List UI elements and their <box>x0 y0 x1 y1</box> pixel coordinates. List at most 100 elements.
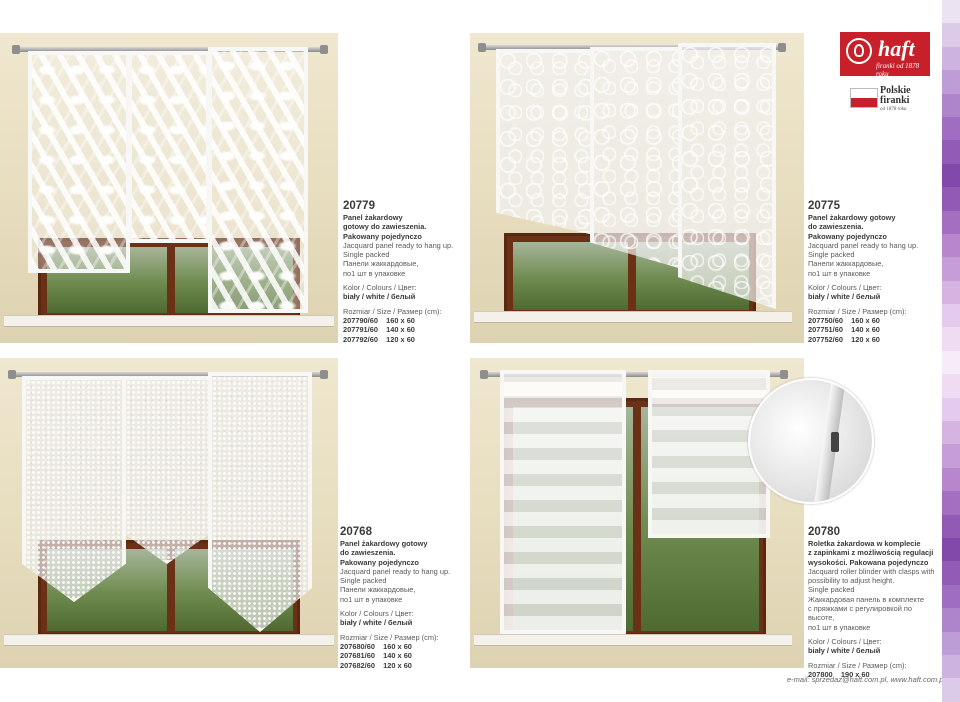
size-label: Rozmiar / Size / Размер (cm): <box>808 660 907 670</box>
color-strip-segment <box>942 491 960 515</box>
decorative-color-strip <box>942 0 960 702</box>
product-desc-line: Панели жаккардовые, <box>808 259 884 269</box>
product-title-line: gotowy do zawieszenia. <box>343 222 427 232</box>
product-desc-line: по1 шт в упаковке <box>808 622 871 632</box>
window-sill <box>474 634 792 646</box>
product-desc-line: possibility to adjust height. <box>808 576 895 586</box>
product-desc-line: Single packed <box>343 250 390 260</box>
product-title-line: Pakowany pojedynczo <box>808 231 887 241</box>
product-title-line: z zapinkami z możliwością regulacji <box>808 548 934 558</box>
color-strip-segment <box>942 631 960 655</box>
product-desc-line: Single packed <box>340 576 387 586</box>
color-strip-segment <box>942 0 960 24</box>
product-desc-line: Jacquard panel ready to hang up. <box>340 566 451 576</box>
product-desc-line: Single packed <box>808 585 855 595</box>
colour-label: Kolor / Colours / Цвет: <box>343 283 417 293</box>
product-code: 20768 <box>340 526 372 538</box>
colour-value: biały / white / белый <box>808 646 881 656</box>
product-title-line: Panel żakardowy gotowy <box>808 213 896 222</box>
product-desc-line: по1 шт в упаковке <box>343 268 406 278</box>
color-strip-segment <box>942 397 960 422</box>
color-strip-segment <box>942 421 960 445</box>
product-desc-line: Жаккардовая панель в комплекте <box>808 594 925 604</box>
size-row: 207792/60 120 x 60 <box>343 334 415 344</box>
product-desc-line: Jacquard roller blinder with clasps with <box>808 566 935 576</box>
color-strip-segment <box>942 163 960 188</box>
color-strip-segment <box>942 70 960 94</box>
color-strip-segment <box>942 374 960 398</box>
badge-line: firanki <box>880 95 910 106</box>
colour-value: biały / white / белый <box>808 292 881 302</box>
product-desc-line: по1 шт в упаковке <box>340 594 403 604</box>
size-row: 207750/60 160 x 60 <box>808 315 880 325</box>
curtain-panel <box>678 43 776 309</box>
color-strip-segment <box>942 46 960 71</box>
color-strip-segment <box>942 608 960 632</box>
size-row: 207682/60 120 x 60 <box>340 660 412 670</box>
logo-emblem-icon <box>846 38 872 64</box>
color-strip-segment <box>942 467 960 492</box>
color-strip-segment <box>942 327 960 351</box>
product-info-20768: 20768 Panel żakardowy gotowy do zawiesze… <box>340 525 464 670</box>
window-sill <box>4 315 334 327</box>
polskie-firanki-badge: Polskie firanki od 1878 roku <box>850 84 930 114</box>
product-code: 20775 <box>808 200 840 212</box>
color-strip-segment <box>942 561 960 585</box>
color-strip-segment <box>942 23 960 47</box>
product-desc-line: Jacquard panel ready to hang up. <box>343 240 454 250</box>
product-title-line: Panel żakardowy gotowy <box>340 539 428 548</box>
curtain-panel <box>122 376 212 564</box>
product-desc-line: Jacquard panel ready to hang up. <box>808 240 919 250</box>
product-info-20775: 20775 Panel żakardowy gotowy do zawiesze… <box>808 199 936 344</box>
curtain-panel <box>496 49 594 235</box>
product-info-20779: 20779 Panel żakardowy gotowy do zawiesze… <box>343 199 461 344</box>
color-strip-segment <box>942 257 960 281</box>
color-strip-segment <box>942 116 960 141</box>
colour-value: biały / white / белый <box>343 292 416 302</box>
curtain-panel <box>28 51 130 273</box>
footer-contact: e-mail: sprzedaz@haft.com.pl, www.haft.c… <box>787 675 946 684</box>
product-desc-line: по1 шт в упаковке <box>808 268 871 278</box>
color-strip-segment <box>942 210 960 234</box>
product-photo-20779 <box>0 33 338 343</box>
curtain-panel <box>590 47 682 269</box>
roller-blind <box>500 370 626 634</box>
product-title-line: do zawieszenia. <box>808 222 864 232</box>
product-photo-20768 <box>0 358 338 668</box>
product-code: 20779 <box>343 200 375 212</box>
color-strip-segment <box>942 654 960 679</box>
window-sill <box>4 634 334 646</box>
color-strip-segment <box>942 140 960 164</box>
badge-line: Polskie <box>880 85 911 96</box>
product-desc-line: Single packed <box>808 250 855 260</box>
size-row: 207800 190 x 60 <box>808 669 870 679</box>
product-title-line: do zawieszenia. <box>340 548 396 558</box>
roller-blind <box>648 370 770 538</box>
curtain-rod <box>12 45 328 54</box>
product-desc-line: Панели жаккардовые, <box>340 585 416 595</box>
colour-label: Kolor / Colours / Цвет: <box>340 609 414 619</box>
product-code: 20780 <box>808 526 840 538</box>
colour-value: biały / white / белый <box>340 618 413 628</box>
window-sill <box>474 311 792 323</box>
size-row: 207680/60 160 x 60 <box>340 641 412 651</box>
color-strip-segment <box>942 350 960 375</box>
color-strip-segment <box>942 187 960 211</box>
curtain-panel <box>208 47 308 313</box>
size-row: 207751/60 140 x 60 <box>808 325 880 335</box>
product-info-20780: 20780 Roletka żakardowa w komplecie z za… <box>808 525 940 679</box>
product-photo-20775 <box>470 33 804 343</box>
color-strip-segment <box>942 678 960 702</box>
polish-flag-icon <box>850 88 878 108</box>
color-strip-segment <box>942 233 960 258</box>
color-strip-segment <box>942 93 960 117</box>
curtain-panel <box>22 376 126 602</box>
product-desc-line: с пряжками с регулировкой по высоте, <box>808 604 912 623</box>
size-label: Rozmiar / Size / Размер (cm): <box>808 306 907 316</box>
product-desc-line: Панели жаккардовые, <box>343 259 419 269</box>
color-strip-segment <box>942 444 960 468</box>
size-row: 207752/60 120 x 60 <box>808 334 880 344</box>
window-pane <box>513 242 628 310</box>
haft-logo: haft firanki od 1878 roku <box>840 32 930 78</box>
product-title-line: Pakowany pojedynczo <box>340 557 419 567</box>
